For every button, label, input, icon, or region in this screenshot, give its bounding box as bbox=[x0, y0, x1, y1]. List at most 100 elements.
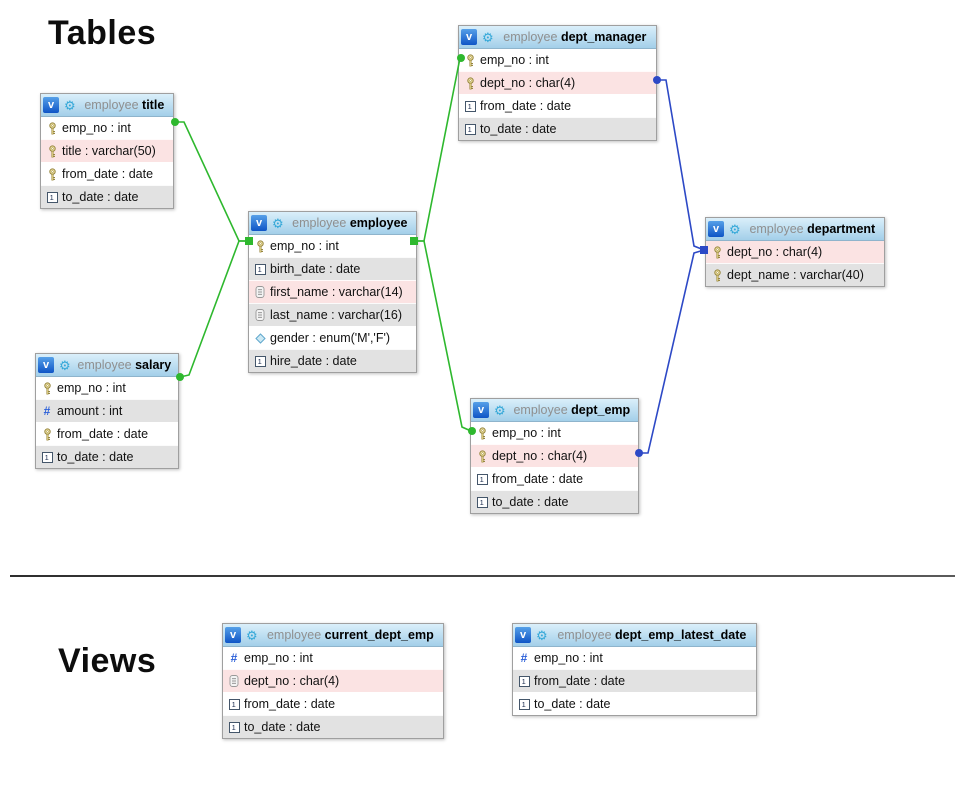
column-definition: birth_date : date bbox=[270, 262, 361, 276]
entity-title: employee employee bbox=[284, 216, 416, 230]
view-badge-icon: v bbox=[473, 402, 489, 418]
column-emp_no[interactable]: emp_no : int bbox=[459, 49, 656, 71]
column-emp_no[interactable]: emp_no : int bbox=[249, 235, 416, 257]
column-emp_no[interactable]: emp_no : int bbox=[41, 117, 173, 139]
schema-name: employee bbox=[292, 216, 347, 230]
calendar-icon: 1 bbox=[475, 496, 489, 508]
gear-icon: ⚙ bbox=[494, 402, 506, 418]
column-emp_no[interactable]: # emp_no : int bbox=[223, 647, 443, 669]
entity-title: employee department bbox=[741, 222, 884, 236]
schema-name: employee bbox=[266, 628, 322, 642]
entity-header[interactable]: v ⚙ employee dept_manager bbox=[459, 26, 656, 49]
entity-header[interactable]: v ⚙ employee employee bbox=[249, 212, 416, 235]
key-icon bbox=[475, 449, 489, 463]
entity-header[interactable]: v ⚙ employee title bbox=[41, 94, 173, 117]
tables-section-heading: Tables bbox=[48, 14, 157, 52]
svg-text:1: 1 bbox=[257, 357, 261, 366]
entity-header[interactable]: v ⚙ employee current_dept_emp bbox=[223, 624, 443, 647]
column-definition: emp_no : int bbox=[62, 121, 131, 135]
relation-line bbox=[657, 79, 705, 251]
schema-name: employee bbox=[513, 403, 568, 417]
column-definition: first_name : varchar(14) bbox=[270, 285, 403, 299]
column-definition: emp_no : int bbox=[480, 53, 549, 67]
column-dept_no[interactable]: dept_no : char(4) bbox=[459, 71, 656, 94]
column-definition: to_date : date bbox=[480, 122, 557, 136]
column-definition: last_name : varchar(16) bbox=[270, 308, 403, 322]
entity-title[interactable]: v ⚙ employee title emp_no : int title : v… bbox=[40, 93, 174, 209]
numeric-icon: # bbox=[43, 404, 51, 418]
entity-title: employee dept_manager bbox=[494, 30, 656, 44]
entity-header[interactable]: v ⚙ employee salary bbox=[36, 354, 178, 377]
key-icon bbox=[40, 427, 54, 441]
gear-icon: ⚙ bbox=[536, 627, 548, 643]
key-icon bbox=[475, 426, 489, 440]
table-name: employee bbox=[349, 216, 408, 230]
column-first_name[interactable]: first_name : varchar(14) bbox=[249, 280, 416, 303]
column-dept_name[interactable]: dept_name : varchar(40) bbox=[706, 263, 884, 286]
svg-text:1: 1 bbox=[467, 125, 471, 134]
entity-header[interactable]: v ⚙ employee department bbox=[706, 218, 884, 241]
view-badge-icon: v bbox=[225, 627, 241, 643]
entity-current_dept_emp[interactable]: v ⚙ employee current_dept_emp # emp_no : … bbox=[222, 623, 444, 739]
column-last_name[interactable]: last_name : varchar(16) bbox=[249, 303, 416, 326]
entity-salary[interactable]: v ⚙ employee salary emp_no : int #amount … bbox=[35, 353, 179, 469]
column-from_date[interactable]: from_date : date bbox=[36, 422, 178, 445]
column-definition: emp_no : int bbox=[244, 651, 313, 665]
view-badge-icon: v bbox=[461, 29, 477, 45]
key-icon bbox=[710, 245, 724, 259]
column-definition: dept_no : char(4) bbox=[727, 245, 823, 259]
column-emp_no[interactable]: #emp_no : int bbox=[513, 647, 756, 669]
gear-icon: ⚙ bbox=[729, 221, 741, 237]
column-gender[interactable]: gender : enum('M','F') bbox=[249, 326, 416, 349]
column-dept_no[interactable]: dept_no : char(4) bbox=[706, 241, 884, 263]
entity-header[interactable]: v ⚙ employee dept_emp bbox=[471, 399, 638, 422]
view-badge-icon: v bbox=[708, 221, 724, 237]
column-from_date[interactable]: from_date : date bbox=[41, 162, 173, 185]
svg-text:1: 1 bbox=[231, 700, 235, 709]
svg-text:1: 1 bbox=[521, 700, 525, 709]
key-icon bbox=[463, 76, 477, 90]
schema-name: employee bbox=[503, 30, 558, 44]
gear-icon: ⚙ bbox=[246, 627, 258, 643]
column-dept_no[interactable]: dept_no : char(4) bbox=[223, 669, 443, 692]
entity-dept_emp_latest_date[interactable]: v ⚙ employee dept_emp_latest_date #emp_n… bbox=[512, 623, 757, 716]
gear-icon: ⚙ bbox=[59, 357, 71, 373]
gear-icon: ⚙ bbox=[482, 29, 494, 45]
entity-department[interactable]: v ⚙ employee department dept_no : char(4… bbox=[705, 217, 885, 287]
relation-line bbox=[414, 240, 472, 432]
column-emp_no[interactable]: emp_no : int bbox=[36, 377, 178, 399]
numeric-icon: # bbox=[230, 651, 238, 665]
column-emp_no[interactable]: emp_no : int bbox=[471, 422, 638, 444]
column-definition: from_date : date bbox=[480, 99, 572, 113]
table-name: title bbox=[142, 98, 165, 112]
column-amount[interactable]: #amount : int bbox=[36, 399, 178, 422]
column-definition: to_date : date bbox=[57, 450, 134, 464]
table-name: current_dept_emp bbox=[324, 628, 434, 642]
entity-title: employee current_dept_emp bbox=[258, 628, 443, 642]
column-definition: emp_no : int bbox=[57, 381, 126, 395]
column-to_date[interactable]: 1 to_date : date bbox=[459, 117, 656, 140]
svg-text:1: 1 bbox=[479, 498, 483, 507]
view-badge-icon: v bbox=[515, 627, 531, 643]
entity-header[interactable]: v ⚙ employee dept_emp_latest_date bbox=[513, 624, 756, 647]
table-name: department bbox=[807, 222, 876, 236]
column-dept_no[interactable]: dept_no : char(4) bbox=[471, 444, 638, 467]
calendar-icon: 1 bbox=[227, 698, 241, 710]
column-title[interactable]: title : varchar(50) bbox=[41, 139, 173, 162]
calendar-icon: 1 bbox=[463, 123, 477, 135]
column-definition: emp_no : int bbox=[270, 239, 339, 253]
entity-dept_manager[interactable]: v ⚙ employee dept_manager emp_no : int de… bbox=[458, 25, 657, 141]
